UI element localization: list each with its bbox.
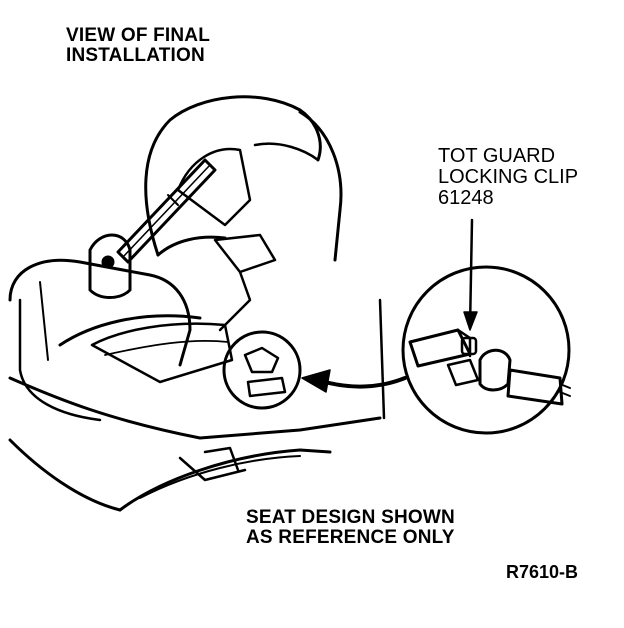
callout-line-3: 61248	[438, 187, 494, 209]
callout-line-1: TOT GUARD	[438, 145, 556, 167]
magnify-arrow	[301, 369, 407, 393]
note-line-2: AS REFERENCE ONLY	[246, 526, 455, 548]
figure-id: R7610-B	[506, 562, 579, 582]
title-line-2: INSTALLATION	[66, 44, 205, 66]
title-line-1: VIEW OF FINAL	[66, 25, 211, 46]
reference-note: SEAT DESIGN SHOWN AS REFERENCE ONLY	[246, 508, 455, 548]
harness-strap	[88, 233, 277, 332]
detail-circle	[401, 265, 571, 435]
child-seat	[8, 95, 343, 422]
diagram-title: VIEW OF FINAL INSTALLATION	[66, 26, 210, 66]
shoulder-belt	[116, 158, 217, 264]
callout-leader-arrow	[463, 218, 478, 331]
small-clip-circle	[222, 330, 302, 410]
callout-line-2: LOCKING CLIP	[438, 166, 579, 188]
note-line-1: SEAT DESIGN SHOWN	[246, 507, 455, 528]
vehicle-seat	[8, 298, 386, 512]
clip-callout-label: TOT GUARD LOCKING CLIP 61248	[438, 146, 578, 209]
